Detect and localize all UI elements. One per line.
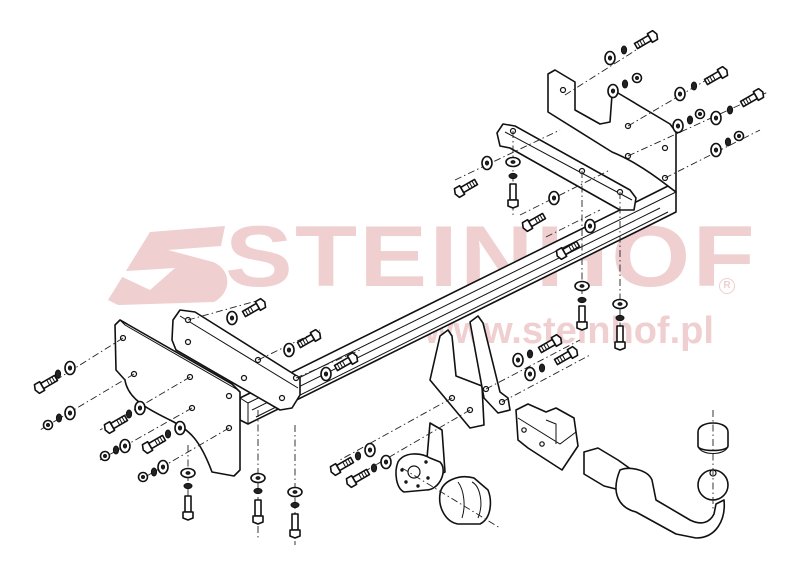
logo-swoosh-icon <box>108 226 228 305</box>
socket-bracket <box>395 422 446 493</box>
detachable-ball-neck <box>583 447 729 539</box>
receiver-block <box>515 403 579 471</box>
tow-ball-cap <box>697 422 729 454</box>
center-lugs <box>429 315 511 429</box>
bottom-vertical-fasteners <box>180 467 303 539</box>
assembly-axis-lines <box>39 37 769 545</box>
registered-trademark-mark: R <box>719 278 735 294</box>
electrical-socket <box>438 476 492 525</box>
